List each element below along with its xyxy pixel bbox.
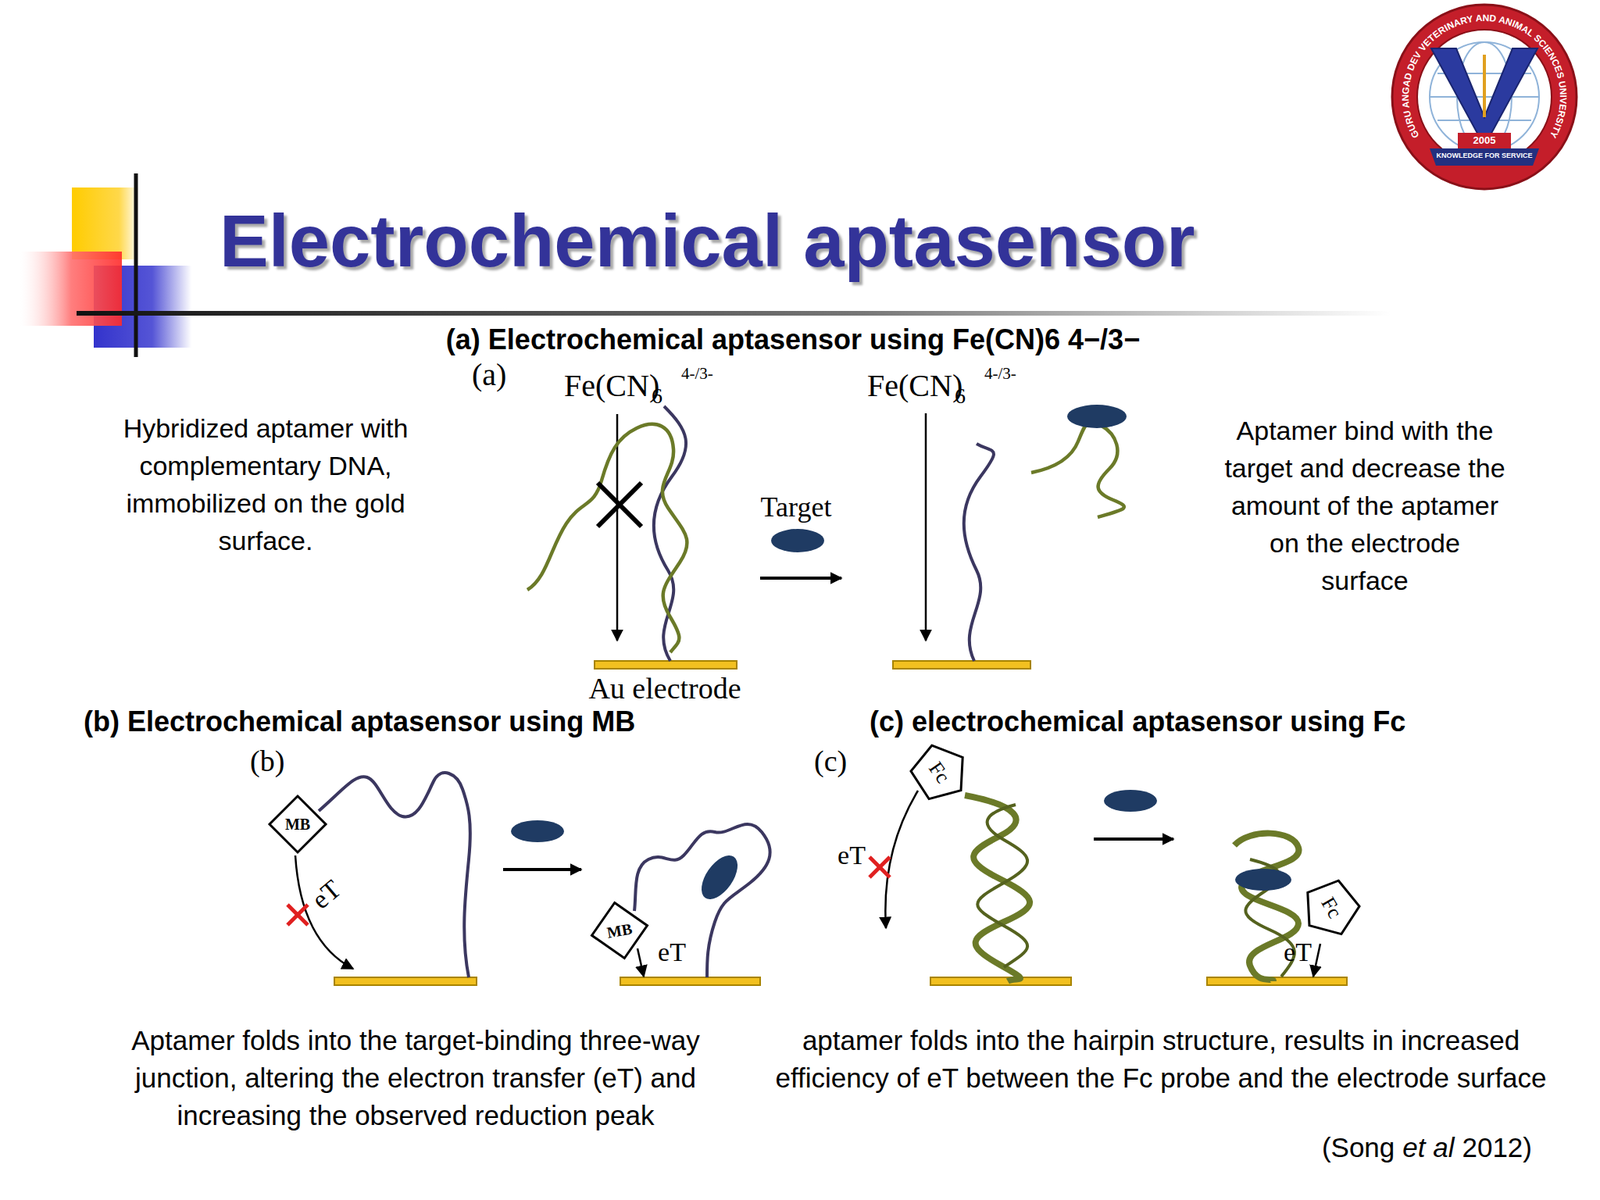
panel-heading: (b) Electrochemical aptasensor using MB [83,704,787,739]
figure-caption: aptamer folds into the hairpin structure… [774,1021,1548,1097]
annotation-text: Hybridized aptamer with complementary DN… [85,409,446,560]
aptamer-strand [527,424,687,653]
block-mark [287,904,308,925]
redox-label-pentagon: Fc [1301,878,1361,938]
gold-electrode [620,977,761,986]
panel-letter: (a) [471,356,519,394]
node-text-wrap: MB [589,900,650,961]
reagent-formula: Fe(CN) [867,367,961,405]
panel-heading: (a) Electrochemical aptasensor using Fe(… [324,322,1262,357]
panel-letter: (c) [814,743,861,780]
slide-title: Electrochemical aptasensor [219,204,1196,279]
redox-label-diamond: MB [589,900,650,961]
block-mark [597,482,642,527]
gold-electrode [594,660,737,669]
logo-center [1417,29,1552,165]
node-label: MB [285,815,311,834]
reagent-formula: Fe(CN) [564,367,658,405]
electron-transfer-label: eT [832,839,872,872]
aptamer-strand [1031,421,1125,518]
aptamer-strand [318,772,471,978]
target-molecule [1235,868,1292,891]
citation: et al [1402,1131,1454,1165]
figure-caption: Aptamer folds into the target-binding th… [79,1021,752,1135]
electrode-label: Au electrode [555,671,775,708]
citation: (Song [1321,1131,1395,1165]
logo-globe [1429,42,1540,152]
block-mark [597,482,642,527]
title-rule [76,310,1391,316]
logo-text: KNOWLEDGE FOR SERVICE [1433,151,1536,161]
charge-superscript: 4-/3- [681,364,744,384]
citation: 2012) [1461,1131,1533,1165]
node-label: Fc [923,757,954,789]
node-outline [269,796,326,853]
deco-line [134,173,139,358]
logo-text: GURU ANGAD DEV VETERINARY AND ANIMAL SCI… [1400,12,1569,140]
subscript: 6 [954,382,979,410]
deco-square [71,187,140,260]
logo-banner [1429,148,1540,166]
node-text-wrap: MB [267,794,328,854]
target-molecule [771,528,825,553]
dna-strand [653,406,686,661]
gold-electrode [892,660,1031,669]
charge-superscript: 4-/3- [984,364,1047,384]
reaction-arrow [760,576,842,580]
electron-transfer-arrow [295,855,354,969]
panel-heading: (c) electrochemical aptasensor using Fc [869,704,1573,739]
citation-row: (Songet al2012) [1321,1131,1533,1165]
logo-ring [1392,4,1577,190]
dna-strand [964,443,994,661]
target-label: Target [741,490,851,525]
university-logo [1392,4,1577,190]
logo-text: 2005 [1457,134,1511,147]
logo-v [1431,48,1538,138]
block-mark [869,857,890,878]
panel-letter: (b) [250,743,297,780]
electron-transfer-arrow [637,948,644,977]
redox-label-diamond: MB [267,794,328,854]
electron-transfer-arrow [1313,943,1321,977]
node-text-wrap: Fc [1301,878,1361,938]
aptamer-strand [634,824,771,978]
reaction-arrow [1093,837,1174,841]
electron-transfer-label: eT [1278,936,1318,969]
electron-path-arrow [925,413,928,641]
logo-band [1457,132,1511,149]
gold-electrode [334,977,477,986]
block-mark [287,904,308,925]
electron-transfer-arrow [885,790,918,929]
reaction-arrow [503,867,582,872]
node-outline [592,903,648,959]
target-molecule [1067,404,1127,429]
electron-transfer-label: eT [301,870,353,920]
electron-transfer-label: eT [652,936,692,969]
gold-electrode [930,977,1072,986]
target-molecule [510,820,565,843]
logo-staff [1482,54,1486,118]
target-molecule [694,849,746,906]
annotation-text: Aptamer bind with the target and decreas… [1224,411,1506,600]
aptamer-strand [977,804,1028,968]
node-label: Fc [1316,892,1347,923]
aptamer-strand [964,795,1030,982]
block-mark [869,857,890,878]
node-outline [1307,880,1360,934]
subscript: 6 [651,382,675,410]
target-molecule [1103,789,1158,812]
node-outline [910,745,963,799]
node-label: MB [605,919,634,942]
gold-electrode [1207,977,1347,986]
redox-label-pentagon: Fc [909,742,969,803]
node-text-wrap: Fc [909,742,969,803]
